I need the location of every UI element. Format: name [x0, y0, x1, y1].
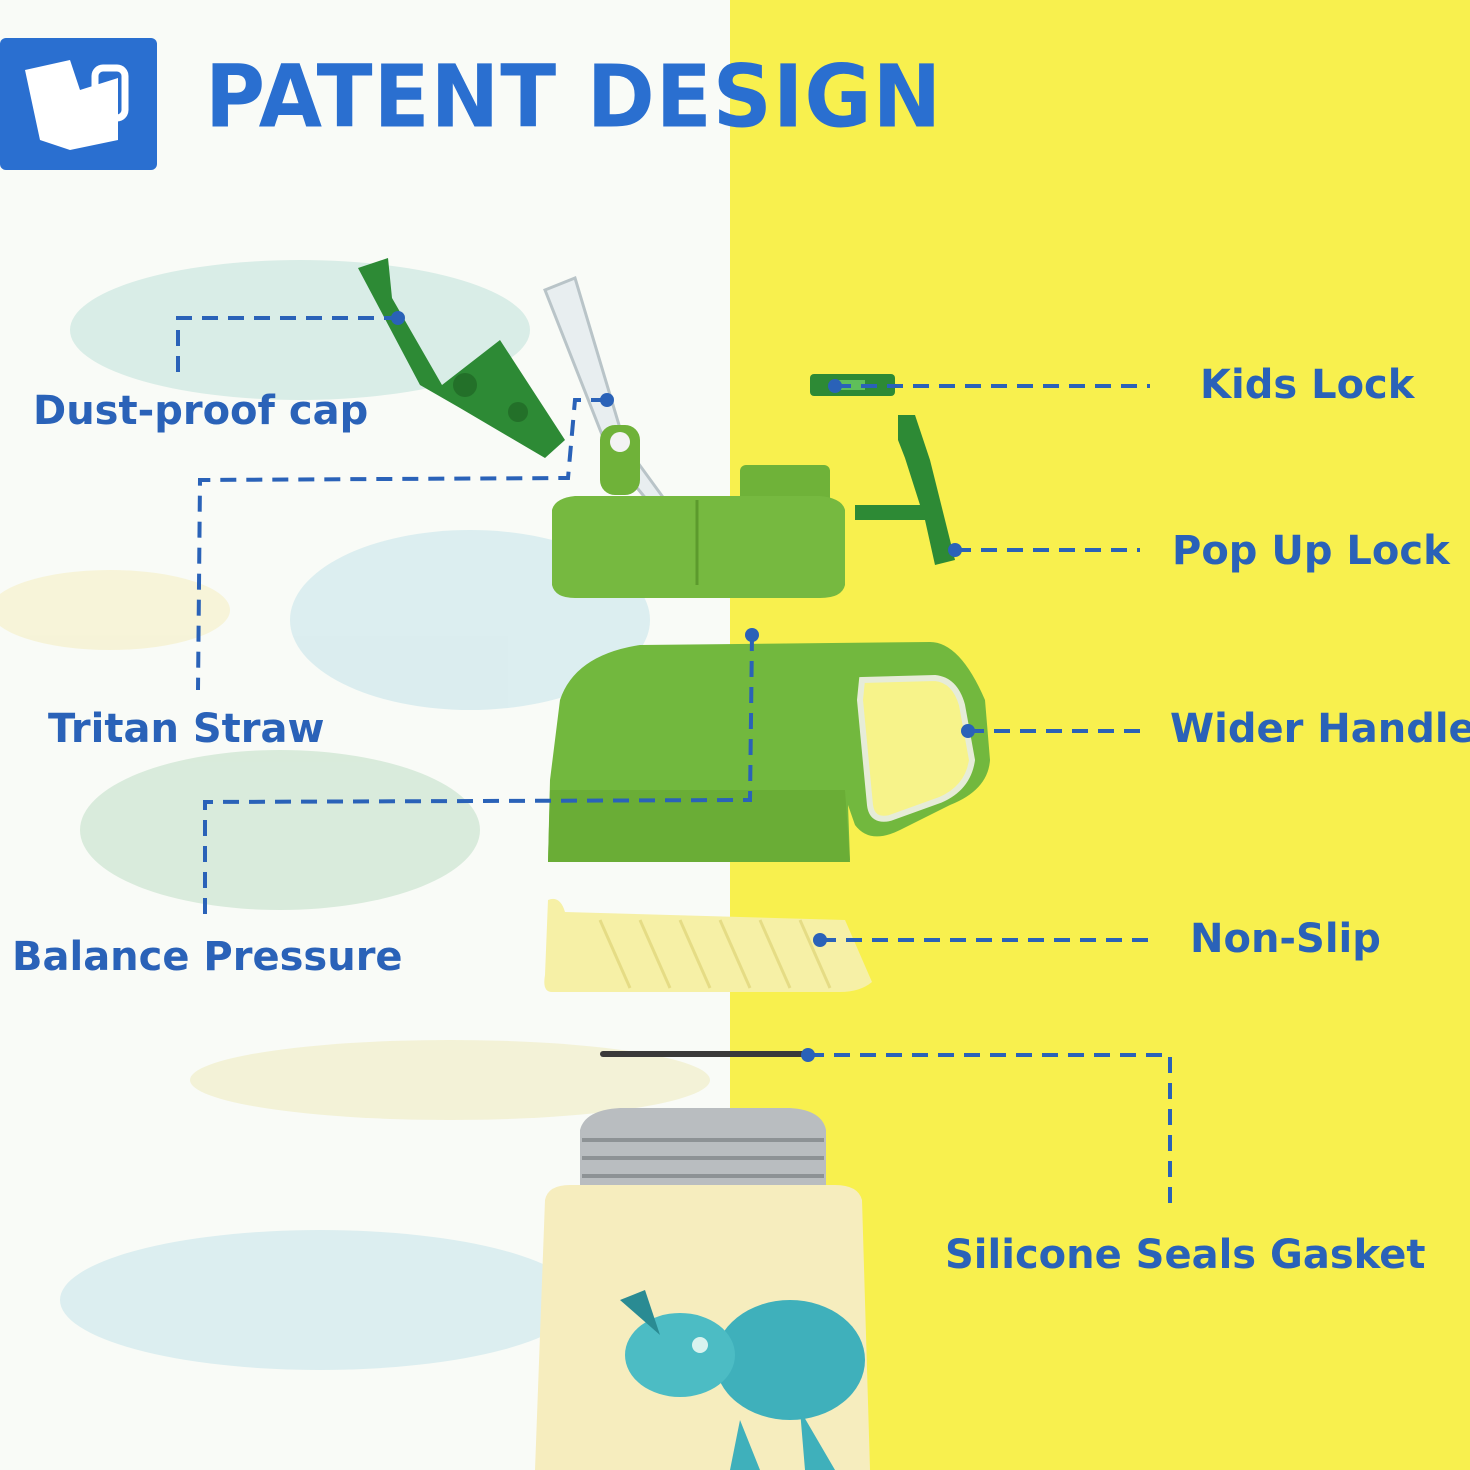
label-tritan-straw: Tritan Straw	[48, 706, 325, 752]
dust-proof-cap-part	[358, 258, 565, 458]
lid-top-part	[552, 425, 845, 598]
triceratops-print	[620, 1290, 865, 1470]
label-kids-lock: Kids Lock	[1200, 362, 1415, 408]
bottle-lid-icon	[0, 38, 157, 170]
page-title: PATENT DESIGN	[205, 47, 943, 148]
label-dust-proof-cap: Dust-proof cap	[33, 388, 369, 434]
label-balance-pressure: Balance Pressure	[12, 934, 403, 980]
non-slip-ring-part	[544, 898, 872, 992]
label-silicone-seals-gasket: Silicone Seals Gasket	[945, 1232, 1426, 1278]
label-non-slip: Non-Slip	[1190, 916, 1381, 962]
label-pop-up-lock: Pop Up Lock	[1172, 528, 1450, 574]
silicone-gasket-part	[600, 1051, 810, 1057]
leader-dots	[391, 311, 975, 1062]
kids-lock-part	[810, 374, 895, 396]
pop-up-lock-part	[855, 415, 955, 565]
label-wider-handle: Wider Handle	[1170, 706, 1470, 752]
lid-body-handle-part	[548, 642, 990, 862]
bottle-body-part	[535, 1108, 870, 1470]
leader-lines	[176, 316, 1172, 1212]
